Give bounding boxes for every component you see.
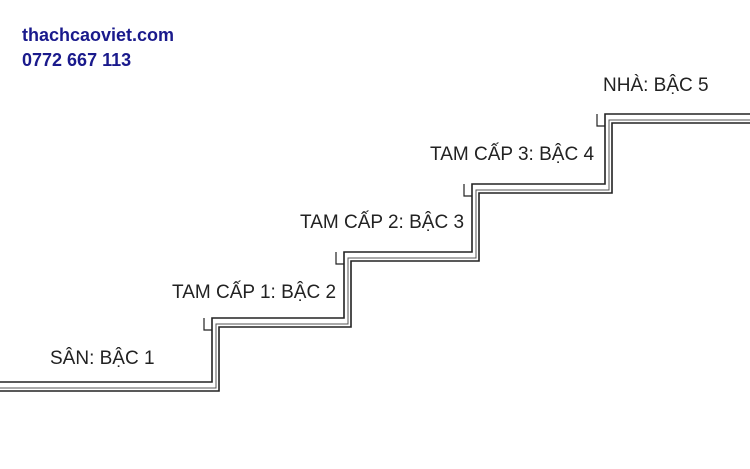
stair-profile-underside [0,122,750,392]
nosing-3 [335,252,344,265]
step-label-5: NHÀ: BẬC 5 [603,74,709,96]
step-label-4: TAM CẤP 3: BẬC 4 [430,143,594,165]
step-label-3: TAM CẤP 2: BẬC 3 [300,211,464,233]
phone-number: 0772 667 113 [22,50,132,70]
stair-profile-outer [0,113,750,383]
step-label-2: TAM CẤP 1: BẬC 2 [172,281,336,303]
nosing-2 [203,318,212,331]
nosing-5 [596,114,605,127]
stair-profile-inner [0,119,750,389]
step-label-1: SÂN: BẬC 1 [50,347,155,369]
nosing-4 [463,184,472,197]
website-text: thachcaoviet.com [22,25,175,45]
